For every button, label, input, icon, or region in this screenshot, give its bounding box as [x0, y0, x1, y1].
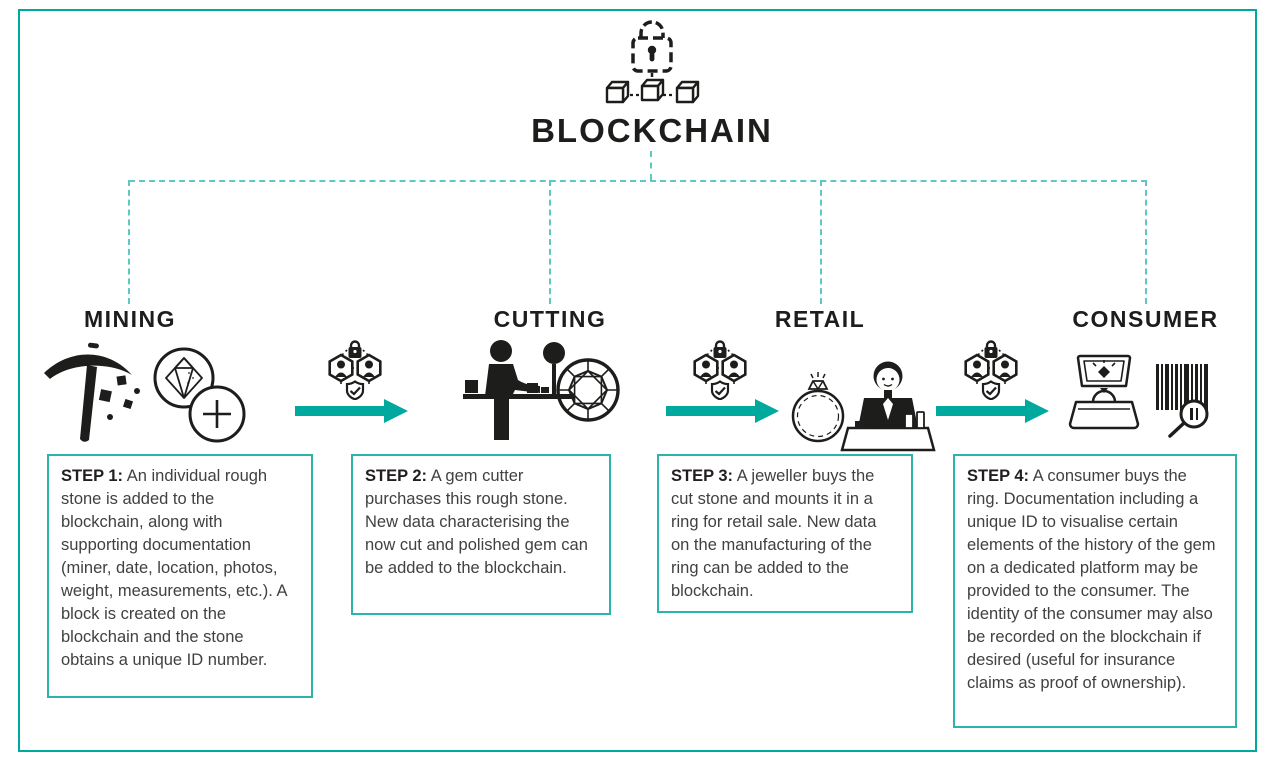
step-2-text: A gem cutter purchases this rough stone.… [365, 467, 588, 577]
step-1-label: STEP 1: [61, 467, 124, 485]
stage-label-cutting: CUTTING [493, 306, 607, 332]
step-2-box: STEP 2: A gem cutter purchases this roug… [351, 454, 611, 615]
mining-icons [42, 340, 257, 446]
jeweller-icon [840, 361, 936, 452]
step-1-box: STEP 1: An individual rough stone is add… [47, 454, 313, 698]
outer-border-frame [18, 9, 1257, 752]
connector-drop-cutting [549, 180, 551, 304]
step-3-box: STEP 3: A jeweller buys the cut stone an… [657, 454, 913, 613]
right-arrow-icon [936, 398, 1049, 424]
step-4-label: STEP 4: [967, 467, 1030, 485]
pickaxe-icon [44, 342, 140, 442]
consumer-icons [1068, 352, 1218, 442]
cutting-icons [463, 338, 623, 446]
connector-horizontal-line [129, 180, 1147, 182]
step-1-text: An individual rough stone is added to th… [61, 467, 287, 669]
blockchain-verification-icon [327, 338, 383, 400]
right-arrow-icon [295, 398, 408, 424]
retail-icons [788, 352, 940, 452]
connector-drop-consumer [1145, 180, 1147, 304]
right-arrow-icon [666, 398, 779, 424]
stage-label-retail: RETAIL [774, 306, 866, 332]
step-2-label: STEP 2: [365, 467, 428, 485]
step-4-text: A consumer buys the ring. Documentation … [967, 467, 1216, 692]
blockchain-verification-icon [692, 338, 748, 400]
ring-icon [791, 372, 845, 443]
connector-drop-mining [128, 180, 130, 304]
step-3-label: STEP 3: [671, 467, 734, 485]
stage-label-mining: MINING [83, 306, 177, 332]
connector-stub-line [650, 151, 652, 180]
page-title: BLOCKCHAIN [531, 112, 773, 149]
blockchain-verification-icon [963, 338, 1019, 400]
step-4-box: STEP 4: A consumer buys the ring. Docume… [953, 454, 1237, 728]
ring-box-icon [1068, 354, 1140, 430]
barcode-scan-icon [1156, 364, 1209, 438]
connector-drop-retail [820, 180, 822, 304]
blockchain-lock-cubes-icon [601, 14, 703, 110]
cut-diamond-icon [556, 358, 620, 422]
stage-label-consumer: CONSUMER [1072, 306, 1219, 332]
rough-gem-plus-icon [153, 347, 246, 443]
gem-cutter-icon [463, 340, 575, 440]
step-3-text: A jeweller buys the cut stone and mounts… [671, 467, 877, 600]
